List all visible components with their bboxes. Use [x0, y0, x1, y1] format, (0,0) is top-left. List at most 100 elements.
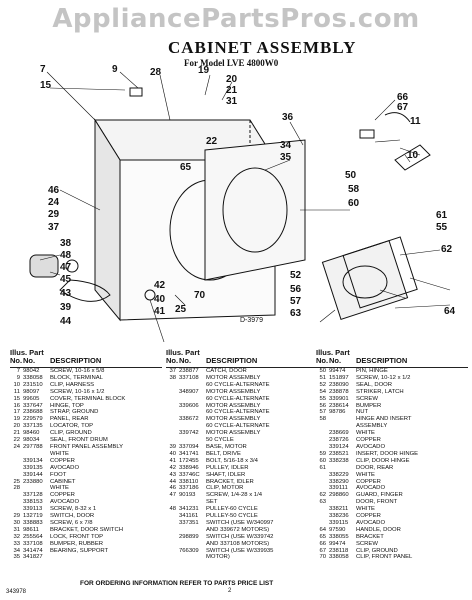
table-row: 50 CYCLE [166, 437, 318, 444]
part-description: WHITE [356, 506, 375, 513]
table-row: WHITE [10, 451, 162, 458]
page-title: CABINET ASSEMBLY [168, 38, 357, 57]
model-subtitle: For Model LVE 4800W0 [184, 58, 279, 68]
illus-no: 7 [16, 368, 20, 374]
part-description: 60 CYCLE-ALTERNATE [206, 409, 270, 416]
part-description: PULLEY, IDLER [206, 464, 249, 471]
part-description: SCREW [356, 540, 378, 547]
page-sequence: 2 [228, 588, 232, 594]
table-row: 60 CYCLE-ALTERNATE [166, 396, 318, 403]
part-number: 98460 [23, 430, 40, 437]
illus-no: 32 [13, 533, 20, 540]
part-description: FOOT [50, 471, 67, 478]
callout-67: 67 [397, 102, 409, 113]
illus-no: 65 [319, 533, 326, 540]
illus-no: 48 [169, 506, 176, 513]
dryer-door [321, 240, 409, 320]
illus-no [316, 520, 329, 527]
part-number [179, 423, 206, 430]
part-number: 337108 [179, 374, 199, 381]
part-description: AND 339672 MOTORS) [206, 526, 270, 533]
part-number [329, 499, 356, 506]
part-description: CLIP, GROUND [50, 430, 92, 437]
illus-no: 33 [13, 540, 20, 547]
callout-20: 20 [226, 74, 238, 85]
part-description: COPPER [356, 478, 381, 485]
part-description: HANDLE, DOOR [356, 526, 401, 533]
part-description: COPPER [50, 492, 75, 499]
part-description: SWITCH (USE W/339742 [206, 533, 274, 540]
drive-belt [59, 279, 111, 302]
part-description: BLOCK, TERMINAL [50, 374, 103, 381]
part-number: 337108 [23, 540, 43, 547]
part-number [329, 423, 356, 430]
illus-no: 42 [169, 464, 176, 471]
part-description: FRONT PANEL ASSEMBLY [50, 443, 124, 450]
illus-no: 63 [319, 499, 326, 506]
part-number: 339111 [329, 485, 348, 492]
illus-no: 39 [169, 443, 176, 450]
table-row: 60 CYCLE-ALTERNATE [166, 409, 318, 416]
illus-no: 67 [319, 547, 326, 554]
callout-65: 65 [180, 162, 192, 173]
part-description: MOTOR ASSEMBLY [206, 416, 261, 423]
illus-no: 51 [319, 374, 326, 381]
illus-no [166, 403, 179, 410]
part-number: 341231 [179, 506, 199, 513]
illus-no [316, 430, 329, 437]
illus-no [166, 389, 179, 396]
part-description: BEARING, SUPPORT [50, 547, 109, 554]
part-number: 99474 [329, 368, 346, 374]
part-description: SWITCH (USE W/339935 [206, 547, 274, 554]
illus-no [166, 396, 179, 403]
illus-no [166, 534, 179, 541]
illus-no [166, 554, 179, 561]
illus-no [316, 506, 329, 513]
part-description: SCREW, 6 x 7/8 [50, 519, 93, 526]
part-number: 172455 [179, 457, 199, 464]
header-no: No. [166, 356, 179, 365]
illus-no: 19 [13, 416, 20, 423]
part-number: 339901 [329, 395, 349, 402]
part-description: 60 CYCLE-ALTERNATE [206, 381, 270, 388]
part-number: 338211 [329, 506, 349, 513]
part-description: BRACKET, IDLER [206, 478, 254, 485]
callout-35: 35 [280, 152, 292, 163]
part-description: AVOCADO [50, 499, 80, 506]
illus-no [166, 499, 179, 506]
illus-no: 60 [319, 457, 326, 464]
part-description: PULLEY-50 CYCLE [206, 513, 258, 520]
callout-63: 63 [290, 308, 302, 319]
part-description: SWITCH, DOOR [50, 513, 95, 520]
illus-no: 25 [13, 478, 20, 485]
part-number: 238688 [23, 409, 43, 416]
illus-no [166, 548, 179, 555]
callout-45: 45 [60, 274, 72, 285]
part-description: SCREW, 10-16 x 1/2 [50, 388, 105, 395]
illus-no: 37 [169, 368, 176, 374]
part-number [23, 451, 50, 458]
part-description: CATCH, DOOR [206, 368, 247, 374]
motor [29, 254, 59, 278]
part-number: 341474 [23, 547, 43, 554]
part-number [23, 485, 50, 492]
part-description: STRIKER, LATCH [356, 388, 404, 395]
part-description: BOLT, 5/16-18 x 3/4 [206, 457, 258, 464]
part-number [329, 416, 356, 423]
illus-no: 41 [169, 457, 176, 464]
